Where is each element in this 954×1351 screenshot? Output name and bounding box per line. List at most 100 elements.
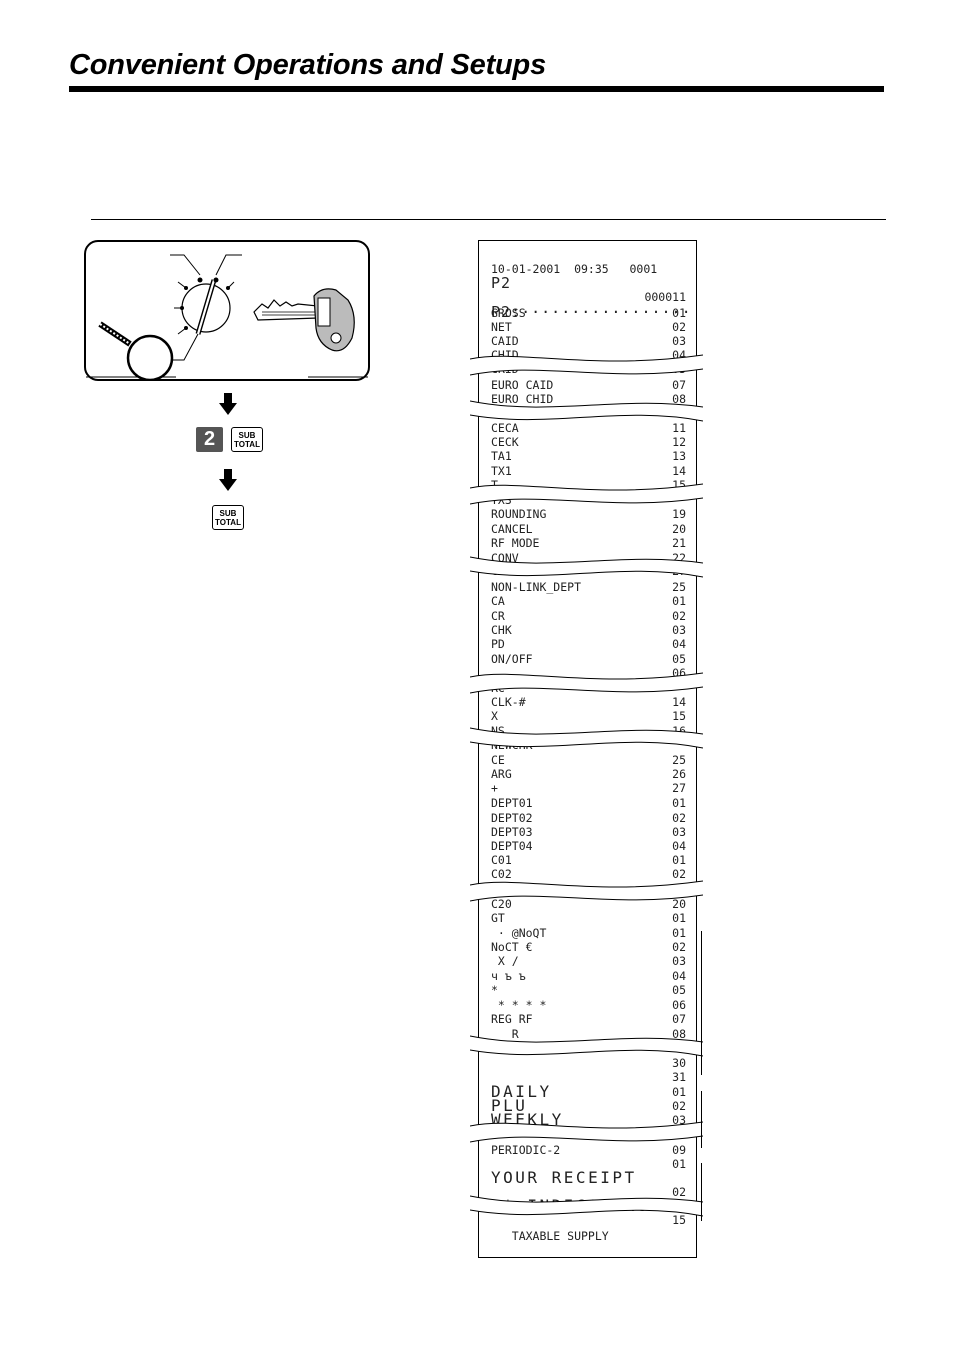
- receipt-line-label: DEPT04: [491, 839, 533, 853]
- receipt-line-label: ON/OFF: [491, 652, 533, 666]
- receipt-line: GROSS 01: [491, 306, 686, 320]
- receipt-line-label: PLU: [491, 1096, 528, 1115]
- receipt-line-label: RF MODE: [491, 536, 540, 550]
- receipt-line-code: 30: [672, 1056, 686, 1070]
- receipt-tear: [470, 1195, 703, 1217]
- receipt-line: ROUNDING 19: [491, 507, 686, 521]
- receipt-line-label: YOUR RECEIPT: [491, 1168, 637, 1187]
- receipt-line-code: 20: [672, 522, 686, 536]
- receipt-line-code: 03: [672, 334, 686, 348]
- receipt-line-code: 08: [672, 1027, 686, 1041]
- subtotal-key[interactable]: SUB TOTAL: [231, 427, 263, 452]
- receipt-line-label: EURO CHID: [491, 392, 554, 406]
- receipt-line-code: 01: [672, 594, 686, 608]
- receipt-line-code: 20: [672, 897, 686, 911]
- receipt-line-code: 31: [672, 1070, 686, 1084]
- numeric-key-2[interactable]: 2: [196, 427, 223, 452]
- receipt-line-label: DEPT02: [491, 811, 533, 825]
- receipt-line-code: 11: [672, 421, 686, 435]
- subtotal-key-label: TOTAL: [215, 518, 241, 527]
- receipt-line-label: NoCT €: [491, 940, 533, 954]
- receipt-line: CLK-#14: [491, 695, 686, 709]
- receipt-line: R 08: [491, 1027, 686, 1041]
- receipt-tear: [470, 727, 703, 749]
- receipt-tear: [470, 880, 703, 902]
- receipt-line: 02: [491, 1185, 686, 1199]
- receipt-line-code: 07: [672, 378, 686, 392]
- receipt-line: TAXABLE SUPPLY: [491, 1229, 686, 1243]
- receipt-line-code: 02: [672, 609, 686, 623]
- receipt-line-label: NON-LINK_DEPT: [491, 580, 582, 594]
- receipt-line-label: C01: [491, 853, 512, 867]
- receipt-line-code: 08: [672, 392, 686, 406]
- receipt-tear: [470, 556, 703, 578]
- receipt-line-code: 21: [672, 536, 686, 550]
- receipt-line-label: X /: [491, 954, 519, 968]
- receipt-line-label: GROSS: [491, 306, 526, 320]
- receipt-line-label: ч ъ ъ: [491, 969, 526, 983]
- receipt-line-code: 01: [672, 306, 686, 320]
- receipt-line-label: DEPT03: [491, 825, 533, 839]
- receipt-line-code: 06: [672, 998, 686, 1012]
- receipt-tear: [470, 400, 703, 422]
- receipt-line: 31: [491, 1070, 686, 1084]
- receipt-line: TX1 14: [491, 464, 686, 478]
- receipt-line-code: 19: [672, 507, 686, 521]
- receipt-line-code: 15: [672, 1213, 686, 1227]
- receipt-line-code: 01: [672, 1085, 686, 1099]
- receipt-line-label: · @NoQT: [491, 926, 547, 940]
- receipt-line-label: TAXABLE SUPPLY: [491, 1229, 609, 1243]
- receipt-line-code: 02: [672, 940, 686, 954]
- receipt-header-mode: P2 000011: [491, 274, 686, 305]
- receipt-line-label: REG RF: [491, 1012, 533, 1026]
- receipt-line: 30: [491, 1056, 686, 1070]
- receipt-line-code: 02: [672, 1099, 686, 1113]
- receipt-line: RF MODE 21: [491, 536, 686, 550]
- group-bracket: [701, 931, 702, 1075]
- group-bracket: [701, 1091, 702, 1148]
- receipt-line-code: 02: [672, 811, 686, 825]
- receipt-line-label: NET: [491, 320, 512, 334]
- receipt-line-label: * * * *: [491, 998, 547, 1012]
- receipt-line-code: 01: [672, 911, 686, 925]
- receipt-line-code: 14: [672, 695, 686, 709]
- subtotal-key[interactable]: SUB TOTAL: [212, 505, 244, 530]
- receipt-line: NON-LINK_DEPT 25: [491, 580, 686, 594]
- receipt-line-code: 27: [672, 781, 686, 795]
- receipt-line-label: TX1: [491, 464, 512, 478]
- receipt-tear: [470, 483, 703, 505]
- receipt-line-label: C02: [491, 867, 512, 881]
- receipt-line-label: *: [491, 983, 498, 997]
- receipt-line-code: 14: [672, 464, 686, 478]
- section-divider: [91, 219, 886, 220]
- receipt-line-code: 02: [672, 1185, 686, 1199]
- receipt-line-label: PERIODIC-2: [491, 1143, 561, 1157]
- receipt-line-code: 15: [672, 709, 686, 723]
- receipt-line-label: DEPT01: [491, 796, 533, 810]
- receipt-line-label: R: [491, 1027, 519, 1041]
- receipt-line-label: ROUNDING: [491, 507, 547, 521]
- receipt-line-label: X: [491, 709, 498, 723]
- receipt-line: PLU 02: [491, 1096, 686, 1115]
- receipt-line: 01: [491, 1157, 686, 1171]
- receipt-line-label: GT: [491, 911, 505, 925]
- receipt-line-code: 01: [672, 926, 686, 940]
- receipt-line-label: PD: [491, 637, 505, 651]
- subtotal-key-label: SUB: [219, 509, 237, 518]
- receipt-line-code: 01: [672, 796, 686, 810]
- receipt-tear: [470, 1035, 703, 1057]
- receipt-line-code: 25: [672, 580, 686, 594]
- receipt-section-title: P2:·················: [491, 303, 692, 321]
- receipt-line-code: 04: [672, 969, 686, 983]
- receipt-line-label: CE: [491, 753, 505, 767]
